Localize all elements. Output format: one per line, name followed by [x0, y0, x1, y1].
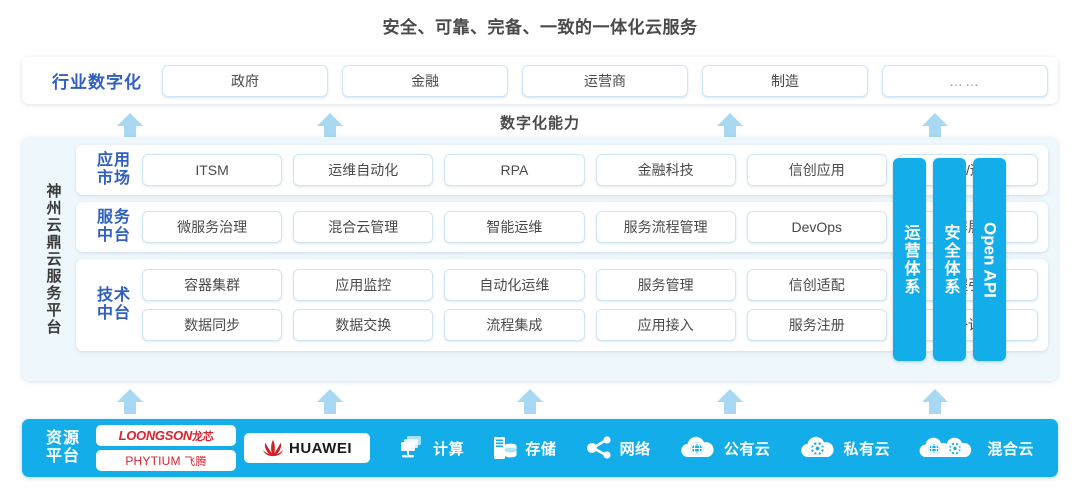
layer-label-line2: 中台 [96, 227, 131, 244]
resource-item-compute[interactable]: 计算 [398, 435, 464, 461]
layer-label-service-platform: 服务 中台 [86, 209, 142, 245]
compute-icon [401, 436, 422, 458]
phytium-logo: PHYTIUM 飞腾 [96, 450, 236, 471]
platform-vertical-label: 神州云鼎云服务平台 [44, 182, 62, 336]
cell-service-registry[interactable]: 服务注册 [746, 309, 887, 341]
resource-item-hybrid-cloud[interactable]: 混合云 [918, 435, 1034, 461]
industry-items: 政府 金融 运营商 制造 …… [162, 64, 1048, 97]
loongson-logo-text: LOONGSON龙芯 [118, 427, 214, 443]
industry-chip-finance[interactable]: 金融 [342, 64, 508, 97]
resource-item-label: 混合云 [987, 440, 1034, 458]
industry-chip-government[interactable]: 政府 [162, 64, 328, 97]
up-arrow-icon [115, 110, 145, 140]
cell-microservice-governance[interactable]: 微服务治理 [142, 211, 283, 243]
up-arrow-icon [715, 110, 745, 140]
resource-item-label: 计算 [433, 440, 465, 458]
layer-label-line1: 服务 [96, 209, 131, 227]
up-arrow-icon [515, 386, 545, 416]
layer-label-line1: 应用 [96, 152, 131, 170]
page-title: 安全、可靠、完备、一致的一体化云服务 [382, 18, 698, 37]
layer-label-line1: 技术 [96, 287, 131, 305]
resource-item-label: 存储 [525, 440, 557, 458]
phytium-logo-text: PHYTIUM 飞腾 [125, 453, 207, 468]
cell-xinchuang-adaptation[interactable]: 信创适配 [746, 269, 887, 301]
cell-app-monitoring[interactable]: 应用监控 [293, 269, 434, 301]
layer-label-line2: 中台 [96, 305, 131, 322]
resource-item-label: 网络 [619, 440, 651, 458]
cell-itsm[interactable]: ITSM [142, 154, 283, 186]
industry-row-label: 行业数字化 [52, 73, 142, 92]
huawei-flower-icon [262, 439, 284, 457]
storage-icon [494, 437, 517, 459]
layer-row: ITSM 运维自动化 RPA 金融科技 信创应用 运维/运营 [142, 154, 1039, 186]
resource-item-network[interactable]: 网络 [585, 435, 651, 461]
cell-fintech[interactable]: 金融科技 [595, 154, 736, 186]
industry-chip-more[interactable]: …… [882, 64, 1048, 97]
cell-xinchuang-app[interactable]: 信创应用 [746, 154, 887, 186]
sidebar-open-api[interactable]: Open API [973, 158, 1006, 361]
cell-rpa[interactable]: RPA [444, 154, 585, 186]
layer-label-tech-platform: 技术 中台 [86, 287, 142, 323]
huawei-logo-text: HUAWEI [289, 439, 352, 457]
layer-app-market: 应用 市场 ITSM 运维自动化 RPA 金融科技 信创应用 运维/运营 [76, 145, 1048, 195]
cell-process-integration[interactable]: 流程集成 [444, 309, 585, 341]
resource-item-label: 私有云 [843, 440, 891, 458]
platform-sidebars: 运营体系 安全体系 Open API [893, 158, 1006, 361]
hybrid-cloud-icon [919, 437, 972, 458]
up-arrow-icon [315, 110, 345, 140]
up-arrow-icon [920, 386, 950, 416]
resource-label-line1: 资源 [45, 429, 80, 447]
industry-chip-manufacturing[interactable]: 制造 [702, 64, 868, 97]
sidebar-operations-system[interactable]: 运营体系 [893, 158, 926, 361]
private-cloud-icon [800, 436, 834, 458]
resource-label-line2: 平台 [45, 448, 80, 465]
resource-item-label: 公有云 [723, 440, 771, 458]
layer-row: 微服务治理 混合云管理 智能运维 服务流程管理 DevOps 大屏展示 [142, 211, 1039, 243]
capability-label: 数字化能力 [499, 115, 580, 132]
cell-service-management[interactable]: 服务管理 [595, 269, 736, 301]
sidebar-security-system[interactable]: 安全体系 [933, 158, 966, 361]
cell-devops[interactable]: DevOps [746, 211, 887, 243]
cell-aiops[interactable]: 智能运维 [444, 211, 585, 243]
cloud-service-platform: 神州云鼎云服务平台 应用 市场 ITSM 运维自动化 RPA 金融科技 信创应用… [22, 137, 1058, 381]
layer-label-line2: 市场 [96, 170, 131, 187]
public-cloud-icon [681, 436, 714, 458]
cell-data-sync[interactable]: 数据同步 [142, 309, 283, 341]
cell-container-cluster[interactable]: 容器集群 [142, 269, 283, 301]
cell-data-exchange[interactable]: 数据交换 [293, 309, 434, 341]
up-arrow-icon [920, 110, 950, 140]
loongson-logo: LOONGSON龙芯 [96, 425, 236, 446]
resource-platform-bar: 资源 平台 LOONGSON龙芯 PHYTIUM 飞腾 HUAWEI [22, 419, 1058, 477]
cell-app-access[interactable]: 应用接入 [595, 309, 736, 341]
up-arrow-icon [115, 386, 145, 416]
cell-ops-automation[interactable]: 运维自动化 [293, 154, 434, 186]
resource-items: 计算 存储 [370, 435, 1048, 461]
layer-tech-platform: 技术 中台 容器集群 应用监控 自动化运维 服务管理 信创适配 流程引擎 数据同… [76, 259, 1048, 351]
resource-item-private-cloud[interactable]: 私有云 [799, 435, 891, 461]
chip-vendor-logos: LOONGSON龙芯 PHYTIUM 飞腾 [96, 425, 236, 471]
platform-layers: 应用 市场 ITSM 运维自动化 RPA 金融科技 信创应用 运维/运营 [76, 145, 1048, 373]
resource-platform-label: 资源 平台 [32, 430, 94, 467]
layer-rows-app-market: ITSM 运维自动化 RPA 金融科技 信创应用 运维/运营 [142, 154, 1039, 186]
industry-chip-telecom[interactable]: 运营商 [522, 64, 688, 97]
up-arrow-icon [315, 386, 345, 416]
cell-hybrid-cloud-management[interactable]: 混合云管理 [293, 211, 434, 243]
up-arrow-icon [715, 386, 745, 416]
huawei-logo: HUAWEI [244, 433, 370, 463]
cell-service-process-management[interactable]: 服务流程管理 [595, 211, 736, 243]
layer-rows-service-platform: 微服务治理 混合云管理 智能运维 服务流程管理 DevOps 大屏展示 [142, 211, 1039, 243]
industry-row: 行业数字化 政府 金融 运营商 制造 …… [22, 57, 1058, 104]
layer-label-app-market: 应用 市场 [86, 152, 142, 188]
layer-service-platform: 服务 中台 微服务治理 混合云管理 智能运维 服务流程管理 DevOps 大屏展… [76, 202, 1048, 252]
resource-item-public-cloud[interactable]: 公有云 [679, 435, 771, 461]
network-icon [586, 436, 611, 459]
cell-automated-ops[interactable]: 自动化运维 [444, 269, 585, 301]
resource-item-storage[interactable]: 存储 [492, 435, 556, 461]
